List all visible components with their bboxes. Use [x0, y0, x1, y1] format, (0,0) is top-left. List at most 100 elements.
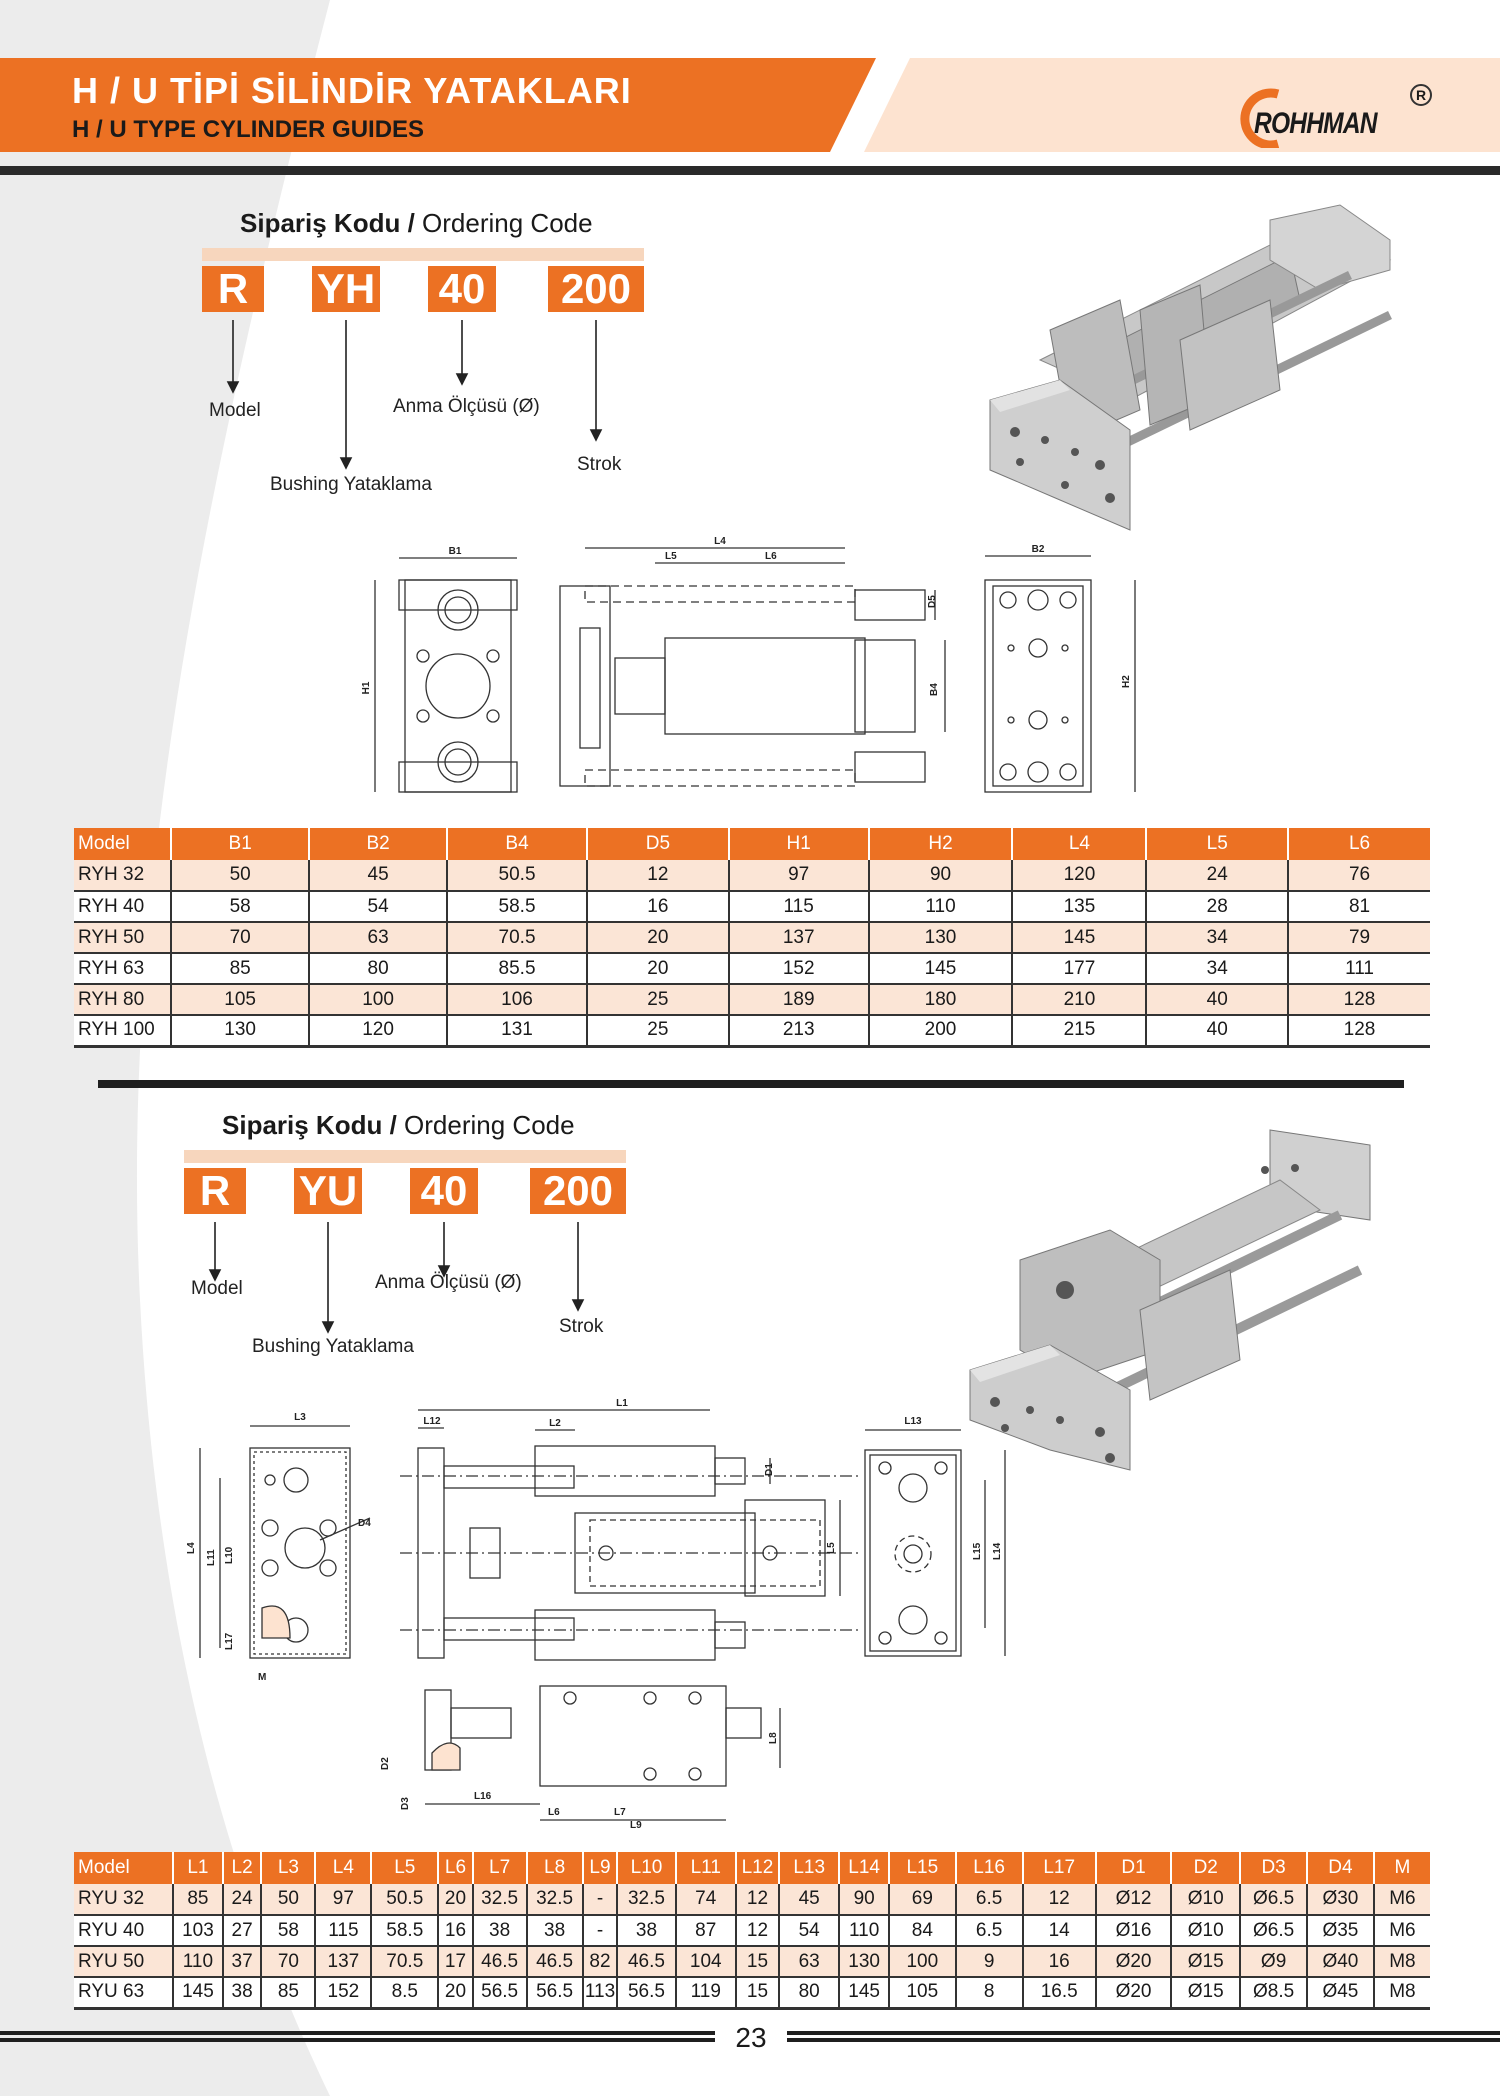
table-cell: 38	[221, 1977, 262, 2009]
table-cell: 24	[221, 1884, 262, 1916]
brand-logo-mark	[1240, 88, 1280, 148]
svg-text:L1: L1	[616, 1398, 628, 1409]
table-cell: 16	[437, 1915, 473, 1947]
table-header: H1	[727, 828, 869, 860]
model-cell: RYH 100	[74, 1015, 172, 1047]
table-header: D2	[1170, 1852, 1241, 1884]
table-cell: 100	[308, 984, 448, 1016]
table-cell: M6	[1372, 1915, 1430, 1947]
table-cell: 50	[170, 860, 310, 892]
ordering-arrows-h	[226, 320, 603, 470]
model-cell: RYU 40	[74, 1915, 174, 1947]
table-cell: 56.5	[525, 1977, 583, 2009]
section-separator	[98, 1080, 1404, 1088]
table-cell: 74	[674, 1884, 736, 1916]
svg-text:L16: L16	[474, 1791, 492, 1802]
table-cell: 63	[308, 922, 448, 954]
table-cell: 70.5	[370, 1946, 439, 1978]
table-cell: 120	[1011, 860, 1147, 892]
table-cell: 135	[1011, 891, 1147, 923]
table-cell: 145	[172, 1977, 223, 2009]
svg-text:L4: L4	[714, 536, 726, 547]
table-cell: 38	[525, 1915, 583, 1947]
svg-text:D3: D3	[400, 1797, 411, 1810]
table-cell: Ø35	[1306, 1915, 1374, 1947]
table-cell: 113	[581, 1977, 618, 2009]
table-cell: 180	[867, 984, 1013, 1016]
table-cell: 14	[1021, 1915, 1096, 1947]
table-cell: Ø9	[1239, 1946, 1308, 1978]
label-size-h: Anma Ölçüsü (Ø)	[393, 396, 540, 417]
table-header: B2	[308, 828, 448, 860]
product-photo-u	[969, 1129, 1371, 1471]
ordering-code-title-h: Sipariş Kodu / Ordering Code	[240, 208, 593, 238]
svg-text:L15: L15	[972, 1542, 983, 1560]
table-cell: M8	[1372, 1977, 1430, 2009]
table-header: M	[1372, 1852, 1430, 1884]
table-cell: 32.5	[471, 1884, 527, 1916]
table-cell: 119	[674, 1977, 736, 2009]
table-cell: 58	[170, 891, 310, 923]
table-header: L9	[581, 1852, 618, 1884]
table-cell: 97	[727, 860, 869, 892]
table-cell: 69	[887, 1884, 956, 1916]
svg-text:L11: L11	[206, 1549, 217, 1566]
table-cell: Ø45	[1306, 1977, 1374, 2009]
table-cell: 79	[1287, 922, 1430, 954]
table-cell: 85	[260, 1977, 316, 2009]
table-cell: 106	[446, 984, 588, 1016]
table-cell: 54	[778, 1915, 840, 1947]
table-cell: 15	[734, 1946, 780, 1978]
table-cell: 177	[1011, 953, 1147, 985]
table-cell: Ø20	[1094, 1946, 1172, 1978]
svg-text:D5: D5	[927, 595, 938, 608]
table-cell: Ø6.5	[1239, 1884, 1308, 1916]
table-cell: Ø30	[1306, 1884, 1374, 1916]
table-header: Model	[74, 828, 172, 860]
code-type-h: YH	[312, 266, 380, 312]
table-cell: 50	[260, 1884, 316, 1916]
table-cell: 12	[734, 1915, 780, 1947]
table-cell: 128	[1287, 984, 1430, 1016]
table-cell: 37	[221, 1946, 262, 1978]
table-cell: 50.5	[370, 1884, 439, 1916]
label-stroke-u: Strok	[559, 1316, 604, 1337]
table-cell: 6.5	[954, 1884, 1023, 1916]
table-cell: 111	[1287, 953, 1430, 985]
ordering-arrows-u	[208, 1222, 585, 1334]
table-cell: 152	[727, 953, 869, 985]
table-header: L13	[778, 1852, 840, 1884]
table-header: L8	[525, 1852, 583, 1884]
table-header: L3	[260, 1852, 316, 1884]
table-cell: 34	[1145, 922, 1289, 954]
table-cell: 82	[581, 1946, 618, 1978]
table-cell: 70	[170, 922, 310, 954]
table-cell: 80	[308, 953, 448, 985]
table-cell: 103	[172, 1915, 223, 1947]
ordering-code-bar-h	[202, 248, 644, 261]
table-header: D3	[1239, 1852, 1308, 1884]
model-cell: RYH 80	[74, 984, 172, 1016]
model-cell: RYH 50	[74, 922, 172, 954]
table-header: B1	[170, 828, 310, 860]
table-cell: 12	[586, 860, 729, 892]
table-header: L2	[221, 1852, 262, 1884]
table-header: L14	[838, 1852, 889, 1884]
table-cell: Ø20	[1094, 1977, 1172, 2009]
table-cell: 6.5	[954, 1915, 1023, 1947]
footer-rule-right	[787, 2031, 1500, 2042]
svg-text:L12: L12	[423, 1416, 441, 1427]
table-cell: 85.5	[446, 953, 588, 985]
table-cell: 27	[221, 1915, 262, 1947]
table-cell: 16	[586, 891, 729, 923]
table-cell: 40	[1145, 984, 1289, 1016]
table-cell: Ø40	[1306, 1946, 1374, 1978]
table-header-row: Model L1 L2 L3 L4 L5 L6 L7 L8 L9 L10 L11…	[74, 1852, 1430, 1884]
table-header: B4	[446, 828, 588, 860]
